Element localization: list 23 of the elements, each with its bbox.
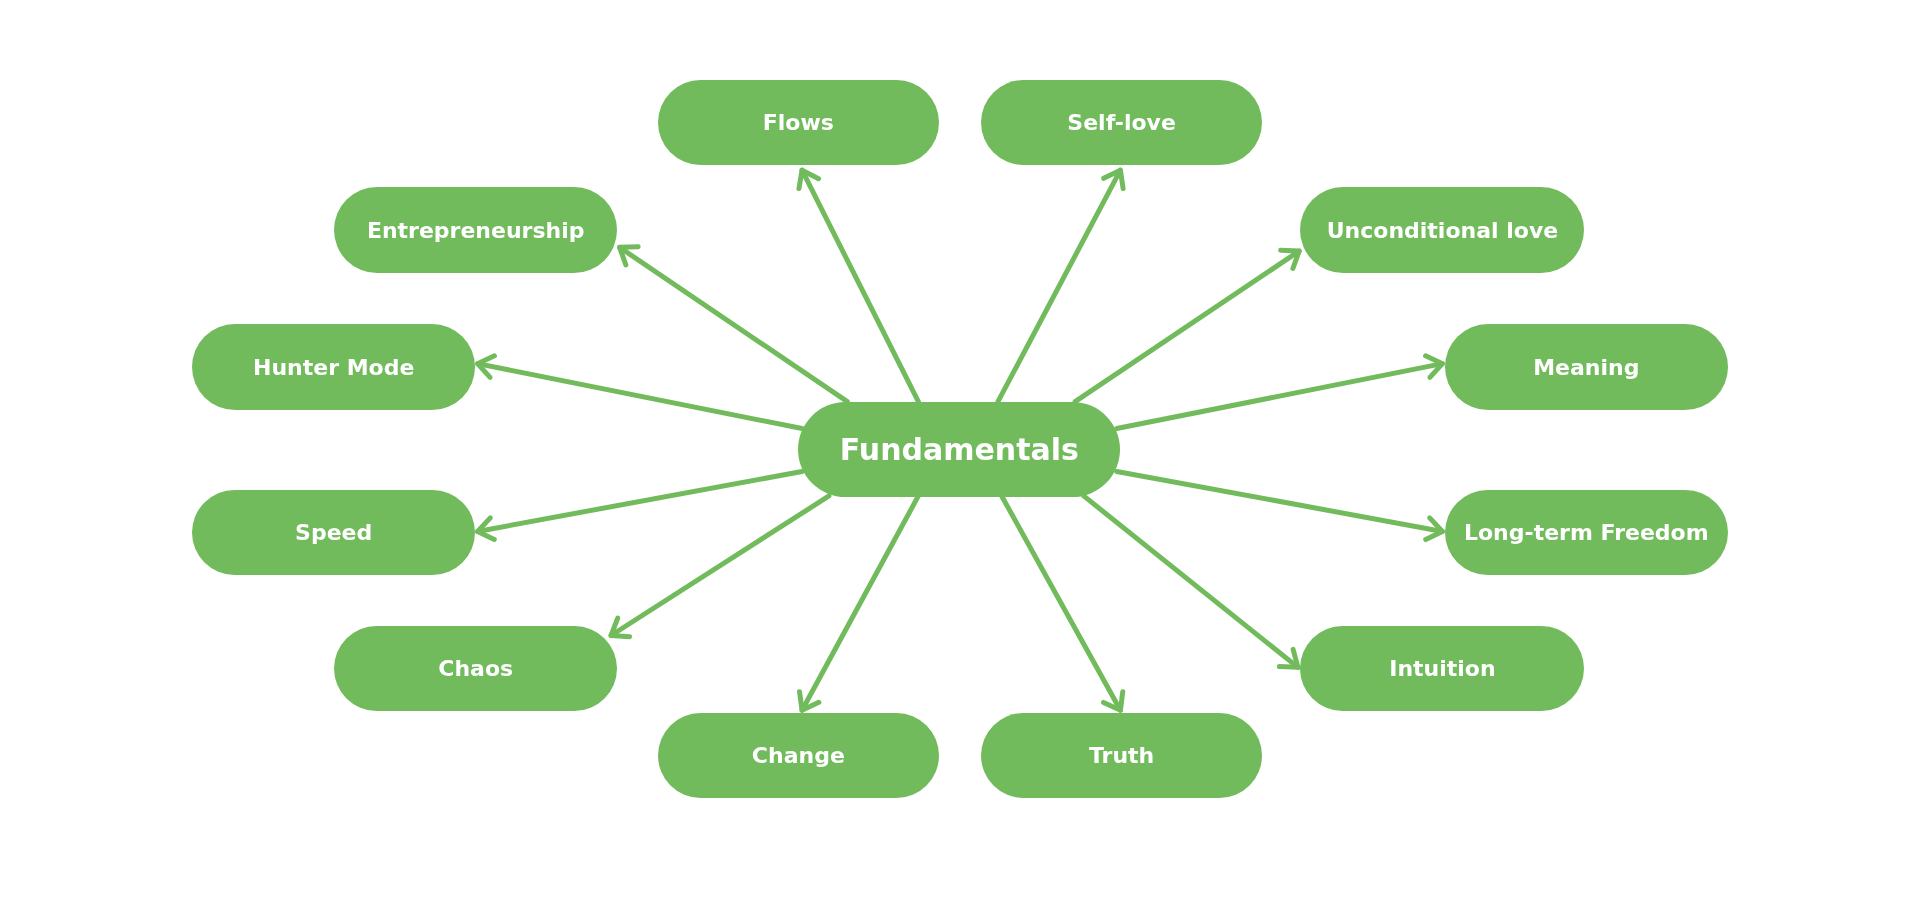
topic-label: Entrepreneurship — [366, 217, 585, 243]
topic-label: Fundamentals — [839, 431, 1079, 467]
topic-label: Change — [751, 743, 845, 768]
topic-label: Intuition — [1389, 656, 1496, 682]
topic-label: Meaning — [1533, 354, 1640, 380]
arrow — [475, 468, 805, 542]
arrow — [475, 353, 805, 432]
arrow — [1114, 353, 1445, 432]
topic-label: Truth — [1089, 743, 1155, 768]
arrow — [1072, 247, 1302, 405]
topic-label: Self-love — [1067, 109, 1176, 135]
topic-label: Long-term Freedom — [1464, 520, 1709, 546]
topic-label: Unconditional love — [1326, 217, 1559, 243]
topic-pill — [334, 187, 618, 274]
topic-label: Hunter Mode — [252, 354, 415, 380]
topic-label: Speed — [295, 520, 373, 546]
topic-label: Flows — [762, 109, 834, 135]
arrow — [617, 244, 850, 405]
arrow — [1081, 493, 1301, 670]
arrow — [608, 493, 832, 640]
topic-label: Chaos — [438, 656, 514, 682]
arrow — [1114, 468, 1445, 543]
topic-pill — [1300, 187, 1585, 274]
